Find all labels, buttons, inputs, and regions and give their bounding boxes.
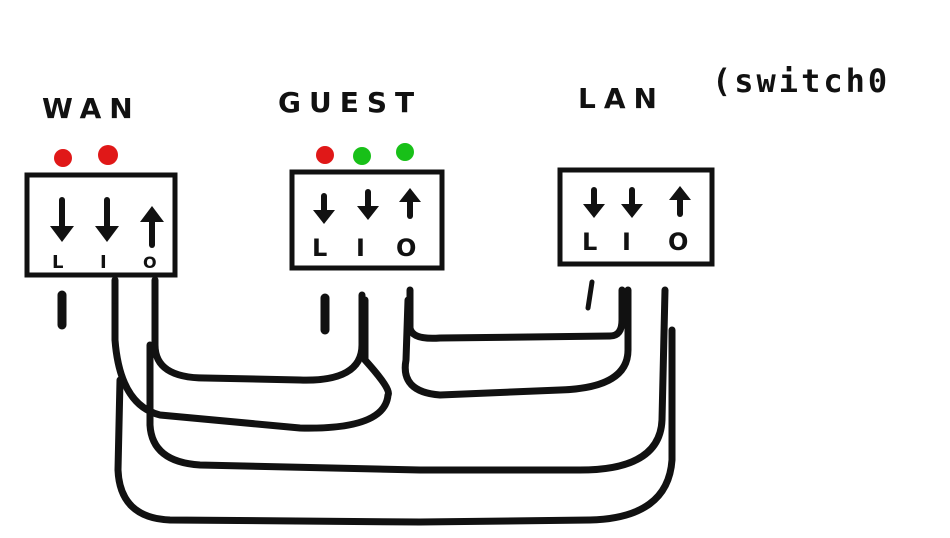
guest-port-letter-i: I bbox=[356, 234, 365, 262]
lan-out-up-arrow-icon bbox=[669, 186, 691, 217]
lan-port-letter-l: L bbox=[582, 228, 597, 256]
wan-in-down-arrow-icon bbox=[95, 197, 119, 242]
wan-line-down-arrow-icon bbox=[50, 197, 74, 242]
guest-out-up-arrow-icon bbox=[399, 188, 421, 219]
port-stubs bbox=[57, 276, 595, 335]
wan-port-letter-l: L bbox=[52, 252, 63, 273]
guest-in-down-arrow-icon bbox=[357, 189, 379, 220]
cable-wan-out-to-lan-out bbox=[146, 286, 669, 474]
lan-in-down-arrow-icon bbox=[621, 187, 643, 218]
guest-port-letter-l: L bbox=[312, 234, 327, 262]
lan-label: LAN bbox=[578, 82, 665, 115]
wan-led-1 bbox=[54, 149, 72, 167]
wan-port-letter-o: O bbox=[143, 253, 157, 272]
guest-led-1 bbox=[316, 146, 334, 164]
guest-led-2 bbox=[353, 147, 371, 165]
cable-guest-out-to-lan-in bbox=[401, 286, 632, 399]
lan-port-box bbox=[557, 167, 715, 267]
lan-port-letter-o: O bbox=[668, 228, 688, 256]
guest-led-3 bbox=[396, 143, 414, 161]
guest-interface: GUEST L I O bbox=[278, 86, 445, 271]
cable-wan-out-to-guest-in bbox=[151, 291, 366, 384]
wan-out-up-arrow-icon bbox=[140, 206, 164, 248]
cables bbox=[111, 286, 676, 526]
guest-port-box bbox=[289, 169, 445, 271]
wan-label: WAN bbox=[42, 92, 141, 125]
guest-label: GUEST bbox=[278, 86, 422, 119]
wan-port-letter-i: I bbox=[100, 252, 107, 273]
guest-port-letter-o: O bbox=[396, 234, 416, 262]
lan-line-stub bbox=[585, 279, 595, 311]
cable-wan-in-to-lan-out-outer bbox=[114, 326, 676, 526]
guest-line-down-arrow-icon bbox=[313, 193, 335, 224]
cable-wan-in-to-guest-in bbox=[111, 296, 392, 432]
lan-switch-note: (switch0 bbox=[712, 62, 890, 100]
cable-guest-out-to-lan-line bbox=[406, 286, 626, 342]
lan-interface: LAN (switch0 L I O bbox=[557, 62, 890, 267]
wan-interface: WAN L I O bbox=[24, 92, 178, 278]
lan-port-letter-i: I bbox=[622, 228, 631, 256]
lan-line-down-arrow-icon bbox=[583, 187, 605, 218]
wan-led-2 bbox=[98, 145, 118, 165]
